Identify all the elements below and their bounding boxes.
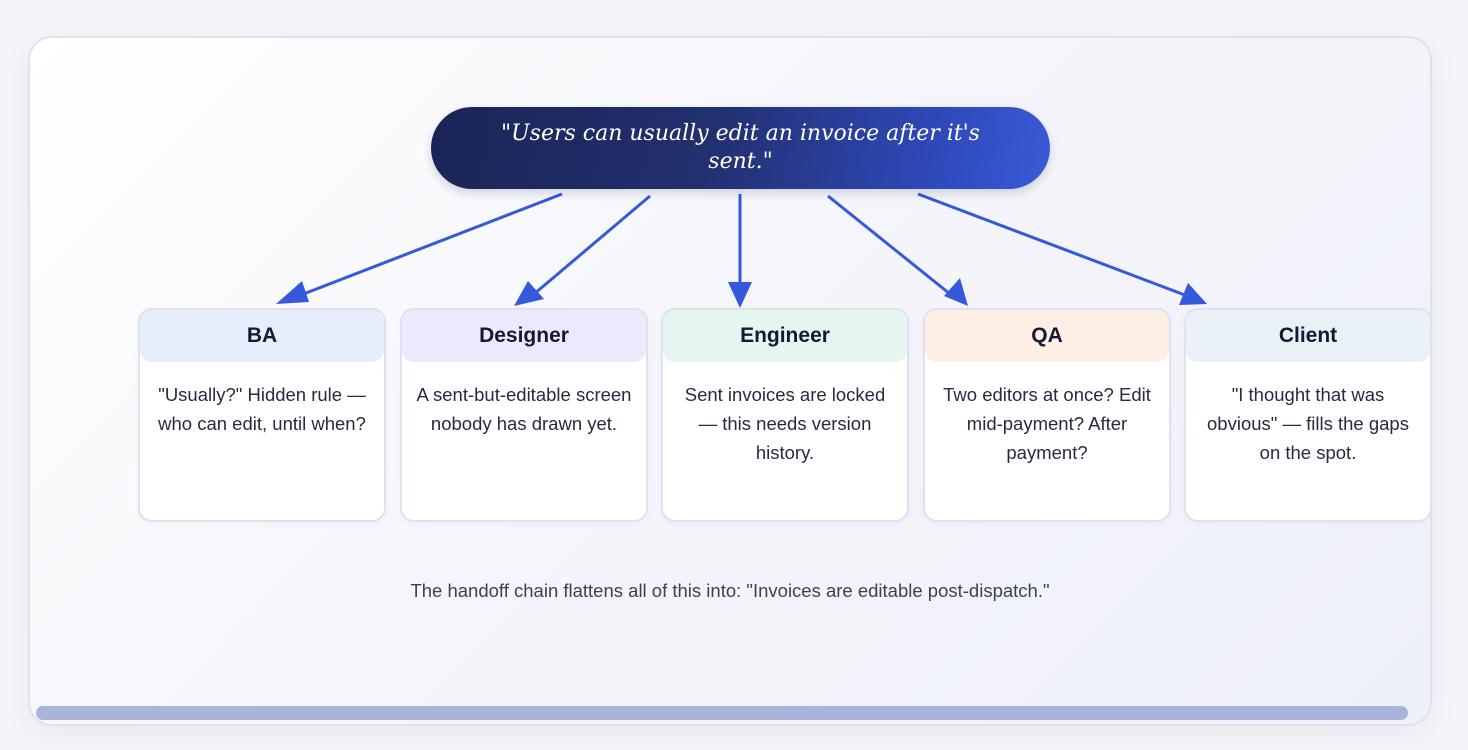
role-card-qa-body: Two editors at once? Edit mid-payment? A…: [943, 384, 1151, 463]
role-card-qa-title: QA: [925, 310, 1169, 362]
role-card-engineer-title: Engineer: [663, 310, 907, 362]
role-card-ba-title: BA: [140, 310, 384, 362]
arrowhead-engineer: [728, 282, 752, 308]
summary-caption: The handoff chain flattens all of this i…: [410, 580, 1050, 601]
role-card-client: Client "I thought that was obvious" — fi…: [1184, 308, 1430, 522]
role-card-client-body: "I thought that was obvious" — fills the…: [1207, 384, 1409, 463]
arrowhead-client: [1179, 283, 1207, 305]
role-card-ba-body: "Usually?" Hidden rule — who can edit, u…: [158, 384, 366, 434]
arrow-to-qa: [827, 194, 956, 300]
role-card-qa: QA Two editors at once? Edit mid-payment…: [923, 308, 1171, 522]
arrow-to-ba: [287, 192, 563, 302]
role-card-designer-body: A sent-but-editable screen nobody has dr…: [416, 384, 632, 434]
role-card-designer: Designer A sent-but-editable screen nobo…: [400, 308, 648, 522]
role-card-ba: BA "Usually?" Hidden rule — who can edit…: [138, 308, 386, 522]
root-statement: "Users can usually edit an invoice after…: [431, 107, 1050, 189]
horizontal-scrollbar[interactable]: [36, 706, 1408, 720]
arrowhead-designer: [514, 281, 544, 306]
arrow-to-client: [917, 192, 1199, 302]
role-card-engineer-body: Sent invoices are locked — this needs ve…: [684, 384, 886, 463]
role-card-client-title: Client: [1186, 310, 1430, 362]
arrowhead-qa: [944, 278, 968, 306]
arrow-to-designer: [526, 194, 651, 302]
role-card-designer-title: Designer: [402, 310, 646, 362]
diagram-frame: "Users can usually edit an invoice after…: [28, 36, 1432, 726]
arrows: [276, 192, 1207, 308]
arrowhead-ba: [276, 281, 309, 304]
root-statement-text: "Users can usually edit an invoice after…: [501, 121, 980, 174]
role-card-engineer: Engineer Sent invoices are locked — this…: [661, 308, 909, 522]
